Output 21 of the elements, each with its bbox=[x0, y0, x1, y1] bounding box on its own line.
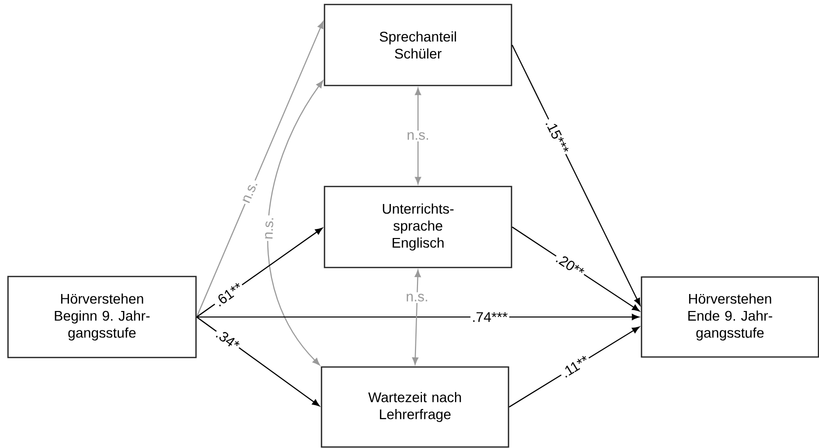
edge-label: .11** bbox=[558, 352, 592, 380]
arrow bbox=[196, 21, 324, 318]
edge-label: .74*** bbox=[470, 310, 510, 324]
edge-label: .34* bbox=[212, 326, 243, 353]
edge-label: n.s. bbox=[405, 130, 431, 142]
arrow bbox=[414, 88, 422, 184]
arrow bbox=[267, 80, 324, 366]
arrow bbox=[196, 314, 640, 320]
variable-box: Hörverstehen Beginn 9. Jahr-gangsstufe bbox=[7, 276, 197, 358]
arrow bbox=[412, 270, 421, 365]
edge-label: n.s. bbox=[240, 178, 260, 206]
variable-box: Sprechanteil Schüler bbox=[324, 4, 512, 86]
edge-label: n.s. bbox=[263, 215, 276, 242]
edge-label: .61** bbox=[211, 280, 246, 310]
edge-label: .15*** bbox=[542, 116, 572, 157]
edge-label: n.s. bbox=[404, 292, 430, 303]
arrow bbox=[512, 44, 640, 306]
edge-label: .20** bbox=[552, 250, 588, 280]
variable-box: Hörverstehen Ende 9. Jahr-gangsstufe bbox=[640, 276, 819, 358]
variable-box: Unterrichts-sprache Englisch bbox=[324, 186, 512, 268]
variable-box: Wartezeit nach Lehrerfrage bbox=[320, 366, 510, 448]
